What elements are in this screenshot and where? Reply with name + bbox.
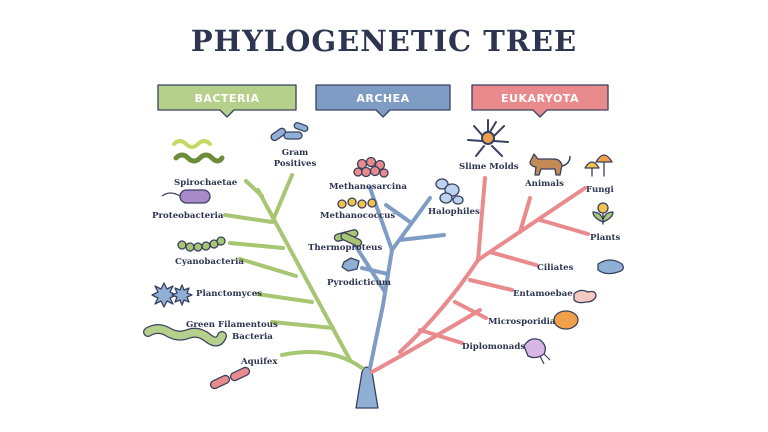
bacteria-header-label: BACTERIA	[194, 92, 259, 105]
label-green-filamentous-line2: Bacteria	[232, 332, 273, 342]
tree-trunk	[355, 366, 379, 409]
label-cyanobacteria: Cyanobacteria	[175, 257, 244, 267]
methanosarcina-icon	[353, 156, 389, 178]
diagram-title: PHYLOGENETIC TREE	[190, 24, 578, 58]
label-ciliates: Ciliates	[537, 263, 574, 273]
microsporidia-icon	[553, 310, 579, 330]
eukaryota-branches	[370, 176, 590, 374]
methanococcus-icon	[337, 197, 377, 209]
label-entamoebae: Entamoebae	[513, 289, 573, 299]
label-fungi: Fungi	[586, 185, 614, 195]
label-diplomonads: Diplomonads	[462, 342, 525, 352]
entamoebae-icon	[573, 289, 597, 304]
label-animals: Animals	[524, 179, 564, 189]
eukaryota-header: EUKARYOTA	[471, 84, 609, 118]
label-methanococcus: Methanococcus	[320, 211, 395, 221]
label-microsporidia: Microsporidia	[488, 317, 556, 327]
label-green-filamentous-line1: Green Filamentous	[186, 320, 278, 330]
pyrodicticum-icon	[341, 257, 360, 272]
thermoproteus-icon	[333, 229, 363, 247]
label-aquifex: Aquifex	[240, 357, 278, 367]
bacteria-branches	[223, 173, 364, 370]
label-methanosarcina: Methanosarcina	[329, 182, 407, 192]
archea-branches	[353, 186, 446, 370]
bacteria-header: BACTERIA	[157, 84, 297, 118]
ciliates-icon	[597, 259, 624, 275]
archea-header-label: ARCHEA	[356, 92, 409, 105]
green-filamentous-bacteria-icon	[143, 324, 227, 347]
proteobacteria-icon	[161, 189, 211, 204]
fungi-icon	[584, 154, 613, 177]
label-gram-positives-line2: Positives	[274, 159, 317, 169]
gram-positives-icon	[270, 121, 309, 142]
slime-molds-icon	[467, 119, 509, 157]
label-thermoproteus: Thermoproteus	[308, 243, 382, 253]
label-slime-molds: Slime Molds	[459, 162, 519, 172]
halophiles-icon	[435, 178, 464, 205]
diplomonads-icon	[523, 338, 551, 365]
label-plants: Plants	[590, 233, 621, 243]
label-planctomyces: Planctomyces	[196, 289, 262, 299]
aquifex-icon	[209, 366, 251, 390]
spirochaetae-icon	[172, 139, 225, 164]
eukaryota-header-label: EUKARYOTA	[501, 92, 579, 105]
label-halophiles: Halophiles	[428, 207, 480, 217]
cyanobacteria-icon	[177, 236, 226, 252]
planctomyces-icon	[151, 282, 193, 308]
label-spirochaetae: Spirochaetae	[174, 178, 238, 188]
label-proteobacteria: Proteobacteria	[152, 211, 224, 221]
plants-icon	[592, 202, 614, 225]
animals-icon	[529, 153, 571, 176]
label-pyrodicticum: Pyrodicticum	[327, 278, 391, 288]
label-gram-positives-line1: Gram	[282, 148, 309, 158]
archea-header: ARCHEA	[315, 84, 451, 118]
